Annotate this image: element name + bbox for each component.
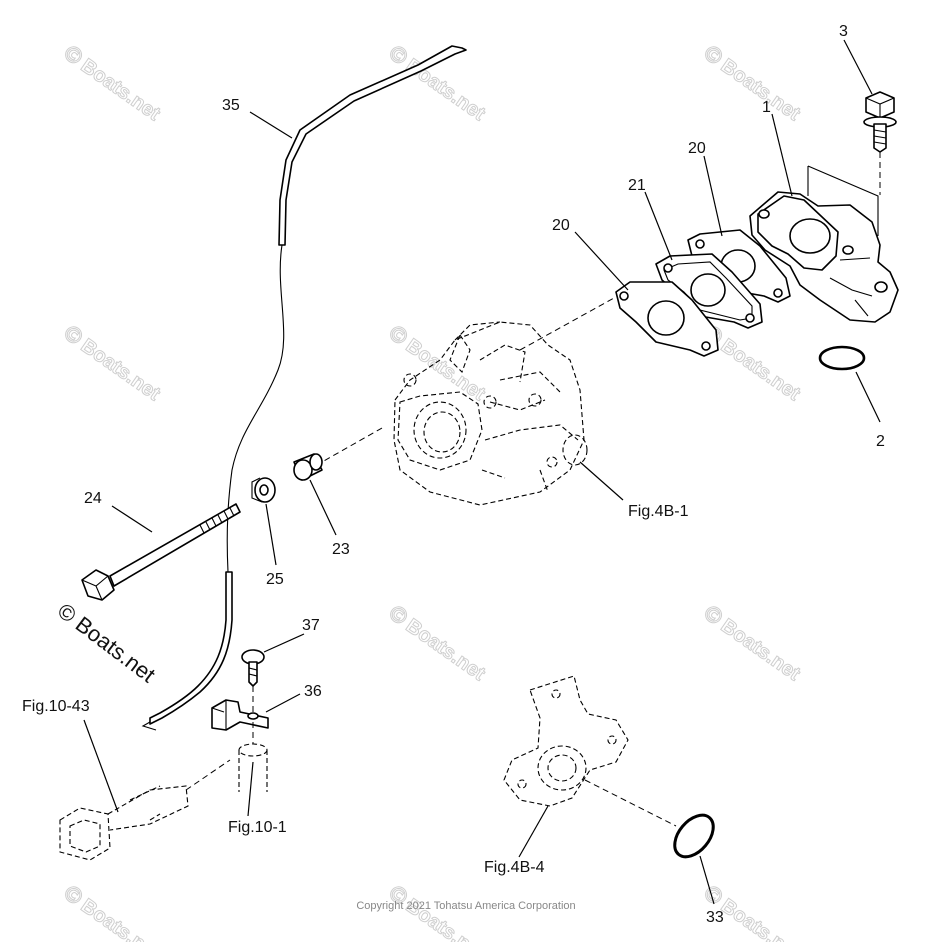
gasket-20-front <box>615 281 719 357</box>
watermark-text: Boats.net <box>77 335 165 405</box>
watermark-text: Boats.net <box>717 335 805 405</box>
bolt-3 <box>863 91 897 195</box>
callout-33: 33 <box>706 909 724 926</box>
callout-21: 21 <box>628 177 646 194</box>
callout-20-rear: 20 <box>688 140 706 157</box>
watermark-text: Boats.net <box>77 895 165 942</box>
carburetor-phantom <box>321 297 615 506</box>
bracket-phantom <box>503 675 677 827</box>
watermark-text: Boats.net <box>717 615 805 685</box>
watermark-text: Boats.net <box>717 55 805 125</box>
fig-ref-4b-1[interactable]: Fig.4B-1 <box>628 503 689 520</box>
watermark-text: Boats.net <box>402 335 490 405</box>
callout-20-front: 20 <box>552 217 570 234</box>
fig-ref-4b-4[interactable]: Fig.4B-4 <box>484 859 545 876</box>
washer-25 <box>251 477 276 503</box>
leader-lines <box>83 39 881 905</box>
callout-1: 1 <box>762 99 771 116</box>
big-watermark: © Boats.net <box>53 598 160 687</box>
callout-36: 36 <box>304 683 322 700</box>
callout-37: 37 <box>302 617 320 634</box>
fig-ref-10-1[interactable]: Fig.10-1 <box>228 819 287 836</box>
clamp-36 <box>211 699 269 792</box>
callout-35: 35 <box>222 97 240 114</box>
o-ring-33 <box>673 813 715 859</box>
copyright-text: Copyright 2021 Tohatsu America Corporati… <box>356 900 575 912</box>
watermark-text: Boats.net <box>717 895 805 942</box>
throttle-cable-35 <box>141 45 467 731</box>
callout-2: 2 <box>876 433 885 450</box>
spacer-23 <box>293 453 323 481</box>
screw-37 <box>241 649 265 712</box>
connector-phantom <box>59 759 231 861</box>
watermark-layer: © Boats.net © Boats.net © Boats.net © Bo… <box>56 39 805 942</box>
callout-25: 25 <box>266 571 284 588</box>
callout-labels: 3 1 20 21 20 2 35 24 25 23 37 36 33 Fig.… <box>22 23 885 926</box>
fig-ref-10-43[interactable]: Fig.10-43 <box>22 698 90 715</box>
callout-23: 23 <box>332 541 350 558</box>
callout-24: 24 <box>84 490 102 507</box>
watermark-text: Boats.net <box>77 55 165 125</box>
callout-3: 3 <box>839 23 848 40</box>
intake-manifold-1 <box>749 165 899 323</box>
watermark-text: Boats.net <box>402 615 490 685</box>
o-ring-2 <box>818 345 866 371</box>
bolt-24 <box>81 503 241 601</box>
watermark-text: Boats.net <box>402 55 490 125</box>
